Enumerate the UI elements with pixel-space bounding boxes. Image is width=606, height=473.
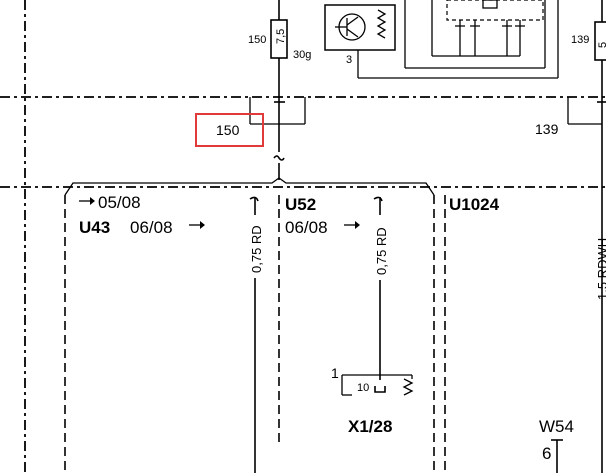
wire-right-label: 1,5 RDWH: [595, 238, 606, 300]
wire-hook-icon: [373, 196, 383, 202]
fuse-150[interactable]: 150 7,5 30g: [248, 0, 311, 98]
connector-ref-150[interactable]: 150: [195, 97, 306, 180]
connector-ref-139-label: 139: [535, 121, 559, 137]
wire-break-icon: [273, 155, 285, 161]
connector-ref-150-label: 150: [216, 122, 240, 138]
connector-x1-label: X1/28: [348, 417, 392, 436]
variant-u52-label: U52: [285, 195, 316, 214]
resistor-zigzag-icon: [376, 9, 387, 39]
variant-u43-label: U43: [79, 218, 110, 237]
wire-hook-icon: [249, 196, 259, 202]
wire-middle-label: 0,75 RD: [374, 227, 389, 275]
variant-from-date: 05/08: [98, 193, 141, 212]
arrow-right-icon: [90, 197, 95, 205]
ground-label: W54: [539, 417, 574, 436]
connector-block[interactable]: [404, 0, 559, 78]
fuse-139-rating: 5: [597, 42, 606, 48]
connector-pin-icon: [374, 386, 386, 393]
connector-ref-139[interactable]: 139: [535, 97, 606, 137]
fuse-wire-code: 30g: [293, 49, 311, 61]
variant-u43-to-date: 06/08: [130, 218, 173, 237]
connector-spring-icon: [402, 378, 414, 396]
variant-u1024[interactable]: U1024 1,5 RDWH: [449, 195, 606, 300]
ground-w54[interactable]: W54 6: [539, 417, 574, 473]
fuse-139[interactable]: 139 5: [571, 0, 606, 473]
fuse-139-number: 139: [571, 34, 589, 46]
variant-u52[interactable]: U52 06/08 0,75 RD: [285, 195, 389, 380]
fuse-rating-label: 7,5: [275, 29, 287, 44]
fuse-number-label: 150: [248, 34, 266, 46]
connector-pin-outer: 1: [331, 365, 339, 381]
connector-dashed-outline: [446, 0, 544, 21]
transistor-pin-label: 3: [346, 54, 352, 66]
variant-bracket: [64, 177, 435, 196]
variant-u1024-label: U1024: [449, 195, 500, 214]
transistor-module[interactable]: 3: [324, 4, 558, 79]
connector-pin-inner: 10: [357, 382, 369, 394]
highlight-box: [195, 113, 264, 147]
connector-x1-28[interactable]: 1 10 X1/28: [331, 365, 414, 436]
arrow-right-icon: [355, 221, 360, 229]
ground-pin: 6: [542, 444, 551, 463]
wire-left-label: 0,75 RD: [249, 225, 264, 273]
variant-u52-from-date: 06/08: [285, 218, 328, 237]
arrow-right-icon: [200, 221, 205, 229]
fuse-139-body: [594, 21, 606, 61]
variant-u43[interactable]: 05/08 U43 06/08 0,75 RD: [79, 193, 264, 473]
